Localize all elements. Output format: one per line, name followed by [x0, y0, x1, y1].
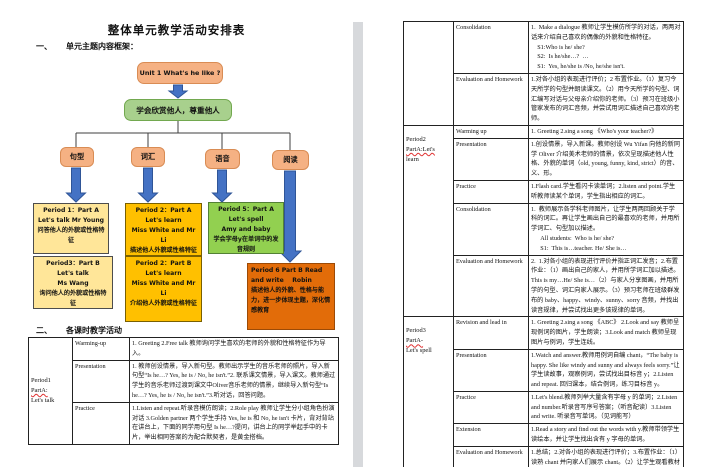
period-label: learn [406, 155, 419, 163]
document-page-2: Consolidation 1. Make a dialogue 教师让学生模仿… [363, 0, 702, 467]
content-cell: 2. 1.对各小组的表现进行评价并指正词汇发音；2.布置作业：（1）画出自己的家… [528, 254, 684, 318]
content-cell: 1. Greeting 2.Free talk 教师询问学生喜欢的老师的外貌和性… [129, 337, 339, 361]
content-cell: 1.总结；2.对各小组的表现进行评价；3.布置作业：（1）读熟 chant 并向… [528, 445, 684, 467]
section-1-heading: 一、 单元主题内容框架： [36, 41, 138, 52]
table-row: Presentation 1.创设情景，导入新课。教师创设 Wu Yifan 向… [404, 137, 684, 181]
stage-cell: Warming-up [72, 337, 130, 361]
page-title: 整体单元教学活动安排表 [107, 25, 246, 37]
stage-cell: Practice [72, 401, 130, 445]
stage-cell: Consolidation [453, 202, 529, 256]
table-row: Presentation 1.Watch and answer.教师用例词自编 … [404, 348, 684, 392]
content-cell: 1.创设情景，导入新课。教师创设 Wu Yifan 向他的新同学 Oliver … [528, 137, 684, 181]
table-row: Practice 1.Let's blend.教师列举大量含有字母 y 的单词；… [404, 390, 684, 425]
content-cell: 1. Make a dialogue 教师让学生模仿所学的对话，两两对话来介绍自… [528, 21, 684, 74]
period-box-3: Period3：Part B Let's talk Ms Wang 询问他人的外… [33, 256, 113, 309]
flowchart-theme-box: 学会欣赏他人，尊重他人 [124, 99, 232, 121]
down-arrow-icon [167, 84, 189, 99]
table-row: Period3 PartA- Let's spell Revision and … [403, 316, 684, 467]
period-box-5: Period 5：Part A Let's spell Amy and baby… [208, 202, 284, 254]
table-row: Period2 PartA:Let's learn Warming up 1. … [403, 124, 684, 318]
period-label: Period3 [406, 327, 426, 335]
down-arrow-icon [211, 169, 233, 203]
section-1-number: 一、 [36, 42, 52, 51]
content-cell: 1.Listen and repeat.听录音模仿朗读；2.Role play … [129, 401, 339, 445]
section-2-number: 二、 [36, 326, 52, 335]
period-label: Let's talk [31, 396, 55, 404]
stage-cell: Evaluation and Homework [453, 254, 529, 318]
period-box-6: Period 6 Part B Read and write Robin 描述他… [247, 263, 335, 330]
period-cell: Period2 PartA:Let's learn [403, 124, 454, 318]
stage-cell: Presentation [72, 359, 130, 403]
stage-cell: Evaluation and Homework [453, 72, 529, 126]
content-cell: 1. Greeting 2.sing a song 《ABC》 2.Look a… [528, 316, 684, 350]
stage-cell: Warming up [453, 124, 529, 139]
stage-cell: Consolidation [453, 21, 529, 74]
down-arrow-icon [137, 167, 159, 203]
flowchart-unit-box: Unit 1 What's he like ? [137, 62, 223, 84]
content-cell: 1.Read a story and find out the words wi… [528, 423, 684, 447]
stage-cell: Presentation [453, 348, 529, 392]
stage-cell: Presentation [453, 137, 529, 181]
period-box-1: Period 1：Part A Let's talk Mr Young 问答他人… [33, 203, 109, 254]
tree-connector-icon [75, 121, 291, 150]
section-2-label: 各课时教学活动 [66, 326, 122, 335]
content-cell: 1.对各小组的表现进行评价；2 布置作业。（1）复习今天所学的句型并朗读课文。（… [528, 72, 684, 126]
content-cell: 1. 教师展示各学科老师图片，让学生两两回顾关于学科的词汇。再让学生画出自己的最… [528, 202, 684, 256]
section-2-heading: 二、 各课时教学活动 [36, 325, 122, 336]
stage-cell: Practice [453, 179, 529, 204]
period-label: Period1 [31, 376, 51, 384]
table-row: Evaluation and Homework 1.对各小组的表现进行评价；2 … [404, 72, 684, 126]
period-cell [403, 21, 454, 126]
stage-cell: Evaluation and Homework [453, 445, 529, 467]
document-page-1: 整体单元教学活动安排表 一、 单元主题内容框架： Unit 1 What's h… [28, 25, 339, 445]
period-label: Let's spell [406, 347, 432, 355]
content-cell: 1.Flash card.学生看闪卡读单词；2.listen and point… [528, 179, 684, 204]
page-gap [353, 22, 363, 467]
down-arrow-icon [65, 167, 87, 203]
period-label: PartA- [406, 337, 424, 345]
table-row: Presentation 1. 教师创设情景，导入新句型。教师出示学生的音乐老师… [29, 359, 339, 403]
stage-cell: Revision and lead in [453, 316, 529, 350]
period-cell: Period3 PartA- Let's spell [403, 316, 454, 467]
table-row: Consolidation 1. Make a dialogue 教师让学生模仿… [403, 21, 684, 126]
stage-cell: Extension [453, 423, 529, 447]
section-1-label: 单元主题内容框架： [66, 42, 138, 51]
table-row: Evaluation and Homework 1.总结；2.对各小组的表现进行… [404, 445, 684, 467]
period-box-4: Period 2：Part B Let's learn Miss White a… [125, 256, 202, 322]
content-cell: 1.Watch and answer.教师用例词自编 chant，“The ba… [528, 348, 684, 392]
lesson-table-period1: Period1 PartA: Let's talk Warming-up 1. … [28, 337, 339, 445]
period-label: PartA:Let's [406, 145, 435, 153]
branch-box-reading: 阅读 [272, 150, 309, 170]
table-row: Practice 1.Listen and repeat.听录音模仿朗读；2.R… [29, 401, 339, 445]
branch-box-vocabulary: 词汇 [131, 147, 165, 167]
content-cell: 1. 教师创设情景，导入新句型。教师出示学生的音乐老师的照片，导入新句型“Is … [129, 359, 339, 403]
period-label: PartA: [31, 386, 48, 394]
content-cell: 1. Greeting 2.sing a song 《Who's your te… [528, 124, 684, 139]
period-cell: Period1 PartA: Let's talk [28, 337, 73, 445]
lesson-table-continued: Consolidation 1. Make a dialogue 教师让学生模仿… [403, 21, 684, 467]
content-cell: 1.Let's blend.教师列举大量含有字母 y 的单词；2.Listen … [528, 390, 684, 425]
period-box-2: Period 2：Part A Let's learn Miss White a… [125, 203, 202, 256]
table-row: Consolidation 1. 教师展示各学科老师图片，让学生两两回顾关于学科… [404, 202, 684, 256]
table-row: Extension 1.Read a story and find out th… [404, 423, 684, 447]
table-row: Period1 PartA: Let's talk Warming-up 1. … [28, 337, 339, 445]
stage-cell: Practice [453, 390, 529, 425]
period-label: Period2 [406, 135, 426, 143]
branch-box-phonics: 语音 [205, 149, 240, 169]
branch-box-sentence: 句型 [60, 147, 94, 167]
